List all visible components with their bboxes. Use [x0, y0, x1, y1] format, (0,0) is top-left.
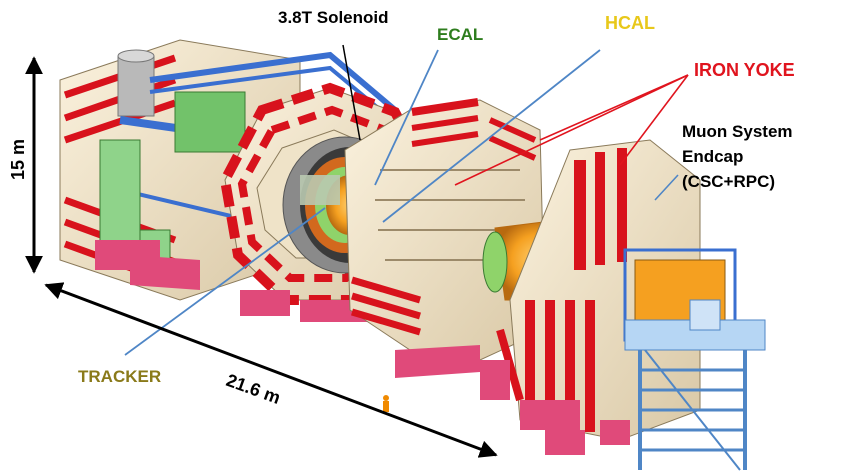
person-scale-figure — [383, 395, 389, 412]
tracker-label: TRACKER — [78, 367, 161, 386]
muon-csc-rpc-label: (CSC+RPC) — [682, 172, 775, 191]
muon-system-label: Muon System — [682, 122, 793, 141]
length-label: 21.6 m — [224, 370, 284, 408]
endcap-disk-right — [480, 139, 737, 455]
length-arrow — [44, 282, 498, 458]
iron-yoke-label: IRON YOKE — [694, 60, 795, 80]
hcal-label: HCAL — [605, 13, 655, 33]
solenoid-label: 3.8T Solenoid — [278, 8, 389, 27]
dimension-arrows — [25, 56, 498, 458]
access-staircase — [624, 299, 766, 471]
barrel-yoke — [59, 39, 397, 301]
ecal-label: ECAL — [437, 25, 483, 44]
height-label: 15 m — [8, 139, 28, 180]
muon-endcap-label: Endcap — [682, 147, 743, 166]
